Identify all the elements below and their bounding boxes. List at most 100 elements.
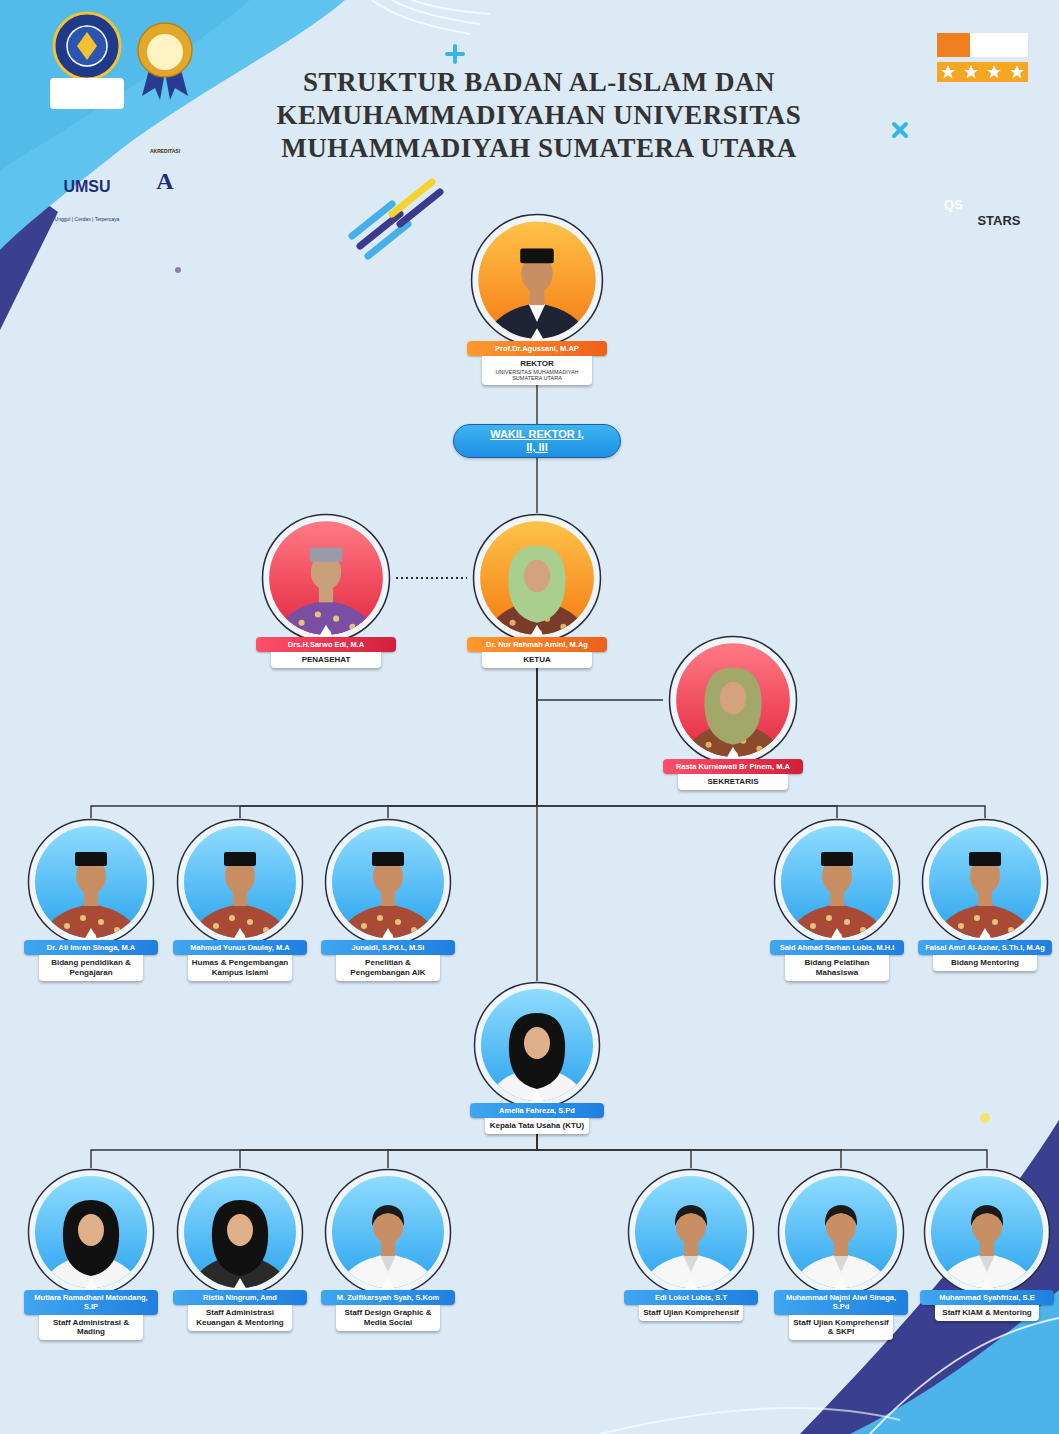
pointer-triangle [233,1278,247,1290]
person-name: Drs.H.Sarwo Edi, M.A [260,640,392,649]
plus-mark [447,46,463,62]
person-figure [188,1200,292,1296]
role-text: Staff Administrasi Keuangan & Mentoring [192,1308,289,1327]
role-text: Kepala Tata Usaha (KTU) [489,1121,586,1131]
name-ribbon: Muhammad Syahfrizal, S.E [920,1290,1054,1305]
role-pill: WAKIL REKTOR I, II, III [453,424,621,458]
deco-arc [412,0,490,14]
qs-box [937,33,970,57]
org-connector [91,1134,537,1168]
person-card: Drs.H.Sarwo Edi, M.A PENASEHAT [256,513,396,668]
role-text: Staff Administrasi & Mading [43,1318,140,1337]
org-connector [91,668,537,818]
person-name: M. Zulfikarsyah Syah, S.Kom [325,1293,451,1302]
role-tag: Bidang pendidikan & Pengajaran [39,955,144,980]
person-figure [484,546,590,644]
person-card: Rasta Kurniawati Br Pinem, M.ASEKRETARIS [663,635,803,790]
portrait-circle [668,635,798,765]
portrait-circle [27,818,155,946]
role-text: Humas & Pengembangan Kampus Islami [192,958,289,977]
person-card: Mutiara Ramadhani Matondang, S.IP Staff A… [24,1168,158,1340]
person-name: Muhammad Syahfrizal, S.E [924,1293,1050,1302]
pointer-triangle [319,625,333,637]
person-name: Muhammad Najmi Alwi Sinaga, S.Pd [778,1293,904,1312]
pointer-triangle [84,928,98,940]
person-card: M. Zulfikarsyah Syah, S.KomStaff Design … [321,1168,455,1331]
role-tag: Bidang Mentoring [933,955,1038,971]
name-ribbon: Mahmud Yunus Daulay, M.A [173,940,307,955]
portrait-circle [27,1168,155,1296]
logo-name: UMSU [52,178,122,196]
person-card: Mahmud Yunus Daulay, M.A Humas & Pengemba… [173,818,307,981]
role-text: Bidang Mentoring [937,958,1034,968]
wave-line [600,1408,900,1434]
role-tag: Staff Administrasi & Mading [39,1315,144,1340]
role-tag: KETUA [482,652,591,668]
name-ribbon: Junaidi, S.Pd.I., M.Si [321,940,455,955]
portrait-circle [176,818,304,946]
deco-stripes [352,182,440,256]
person-figure [785,852,889,946]
deco-dot [175,267,181,273]
portrait-circle [324,818,452,946]
role-tag: Staff Ujian Komprehensif [639,1305,744,1321]
role-text: PENASEHAT [275,655,376,665]
name-ribbon: Mutiara Ramadhani Matondang, S.IP [24,1290,158,1315]
org-connector [388,1134,537,1168]
pointer-triangle [980,1278,994,1290]
qs-mark: QS [937,197,970,213]
portrait-circle [627,1168,755,1296]
name-ribbon: Amelia Fahreza, S.Pd [470,1103,604,1118]
person-name: Amelia Fahreza, S.Pd [474,1106,600,1115]
role-title: WAKIL REKTOR I, II, III [490,428,584,454]
person-card: Dr. Ali Imran Sinaga, M.A Bidang pendidik… [24,818,158,981]
person-figure [485,1013,589,1109]
person-figure [336,1205,440,1296]
wave-line [870,1318,1059,1434]
name-ribbon: Muhammad Najmi Alwi Sinaga, S.Pd [774,1290,908,1315]
umsu-plate [50,78,124,109]
star-icons [941,65,1024,79]
umsu-logo-inner [67,26,107,66]
pointer-triangle [834,1278,848,1290]
org-connector [536,458,537,513]
person-figure [935,1205,1039,1296]
pointer-triangle [684,1278,698,1290]
portrait-circle [261,513,391,643]
advisory-link [396,577,467,579]
stars-mark: STARS [970,213,1028,229]
person-name: Ristia Ningrum, Amd [177,1293,303,1302]
role-tag: Penelitian & Pengembangan AIK [336,955,441,980]
portrait-circle [777,1168,905,1296]
pointer-triangle [84,1278,98,1290]
role-tag: PENASEHAT [271,652,380,668]
person-card: Muhammad Syahfrizal, S.EStaff KIAM & Men… [920,1168,1054,1321]
pointer-triangle [381,1278,395,1290]
pointer-triangle [530,1091,544,1103]
portrait-ring [474,515,601,642]
role-text: Bidang Pelatihan Mahasiswa [789,958,886,977]
pointer-triangle [233,928,247,940]
org-connector [537,1134,691,1168]
org-connector [388,668,537,818]
deco-dot [980,1113,990,1123]
portrait-circle [773,818,901,946]
pointer-triangle [530,328,545,341]
person-card: Amelia Fahreza, S.PdKepala Tata Usaha (K… [470,981,604,1134]
role-text: SEKRETARIS [682,777,783,787]
portrait-ring [178,1170,303,1295]
portrait-circle [473,981,601,1109]
person-name: Faisal Amri Al-Azhar, S.Th.I, M.Ag [922,943,1048,952]
person-card: Said Ahmad Sarhan Lubis, M.H.IBidang Pel… [770,818,904,981]
badge-caption: AKREDITASI [140,148,190,154]
role-text: Penelitian & Pengembangan AIK [340,958,437,977]
role-text: Staff Ujian Komprehensif [643,1308,740,1318]
person-name: Dr. Ali Imran Sinaga, M.A [28,943,154,952]
name-ribbon: Prof.Dr.Agussani, M.AP [467,341,607,356]
portrait-ring [670,637,797,764]
portrait-circle [921,818,1049,946]
person-name: Mahmud Yunus Daulay, M.A [177,943,303,952]
accreditation-badge [138,23,192,77]
